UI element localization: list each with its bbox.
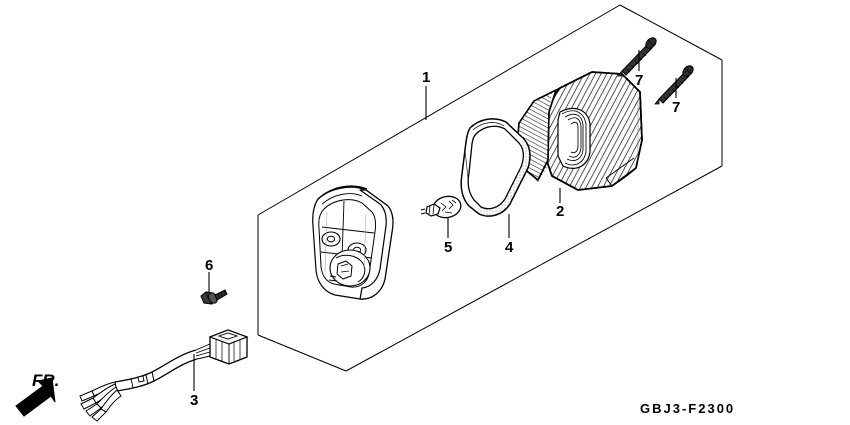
harness-terminals xyxy=(79,381,122,422)
callout-3: 3 xyxy=(190,392,199,409)
callout-2: 2 xyxy=(556,203,565,220)
callout-5: 5 xyxy=(444,239,453,256)
part-gasket-seal xyxy=(460,118,531,217)
front-direction-arrow-icon xyxy=(15,377,56,417)
callout-7-upper: 7 xyxy=(635,72,644,89)
drawing-number: GBJ3-F2300 xyxy=(640,401,736,416)
part-screw-upper xyxy=(617,37,657,77)
part-flange-bolt xyxy=(200,289,228,305)
part-air-cleaner-element xyxy=(516,71,643,191)
element-inner-bore xyxy=(557,107,591,169)
callout-leader-lines xyxy=(193,50,677,391)
callout-1: 1 xyxy=(422,69,431,86)
assembly-boundary-box xyxy=(257,4,723,372)
callout-4: 4 xyxy=(505,239,514,256)
part-screw-lower xyxy=(654,65,694,105)
part-bulb xyxy=(420,195,462,219)
part-air-cleaner-case xyxy=(312,185,394,300)
case-intake-port xyxy=(328,249,371,287)
case-boss-upper xyxy=(321,231,341,247)
part-wire-harness xyxy=(79,329,249,422)
front-direction-label: FR. xyxy=(32,371,60,390)
callout-6: 6 xyxy=(205,257,214,274)
callout-7-lower: 7 xyxy=(672,99,681,116)
